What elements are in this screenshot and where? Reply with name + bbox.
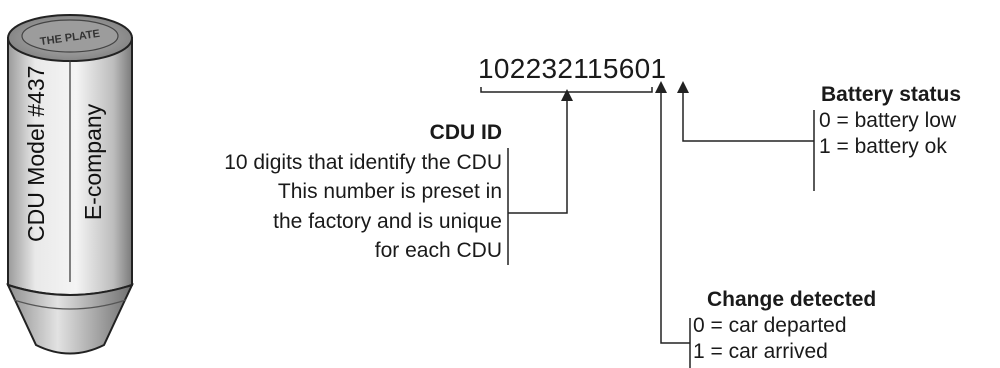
change-detected-title: Change detected bbox=[707, 288, 877, 311]
change-detected-line: 1 = car arrived bbox=[693, 340, 828, 363]
change-detected-description: Change detected 0 = car departed 1 = car… bbox=[693, 287, 877, 365]
cdu-id-connector bbox=[508, 100, 568, 214]
cdu-id-line: This number is preset in bbox=[277, 180, 502, 203]
cdu-id-line: 10 digits that identify the CDU bbox=[224, 150, 502, 174]
cdu-id-line: for each CDU bbox=[374, 239, 502, 262]
change-detected-line: 0 = car departed bbox=[693, 314, 847, 337]
device-tip-band bbox=[13, 299, 127, 310]
cdu-code-number: 102232115601 bbox=[478, 53, 667, 84]
cdu-id-line: the factory and is unique bbox=[273, 209, 502, 233]
battery-connector bbox=[682, 92, 814, 142]
battery-status-title: Battery status bbox=[821, 83, 962, 106]
cdu-id-arrow bbox=[561, 89, 573, 101]
battery-status-description: Battery status 0 = battery low 1 = batte… bbox=[815, 82, 961, 160]
cdu-id-title: CDU ID bbox=[429, 121, 502, 144]
battery-arrow bbox=[677, 81, 689, 93]
cdu-device: THE PLATE bbox=[6, 14, 134, 355]
cdu-id-description: CDU ID 10 digits that identify the CDU T… bbox=[224, 118, 502, 266]
battery-status-line: 1 = battery ok bbox=[819, 135, 947, 158]
change-connector bbox=[660, 92, 690, 344]
device-tip bbox=[6, 283, 134, 355]
device-cap-inner bbox=[21, 19, 119, 53]
device-company-label: E-company bbox=[80, 103, 106, 221]
device-model-label: CDU Model #437 bbox=[23, 65, 49, 242]
change-arrow bbox=[655, 81, 667, 93]
battery-status-line: 0 = battery low bbox=[819, 109, 957, 132]
